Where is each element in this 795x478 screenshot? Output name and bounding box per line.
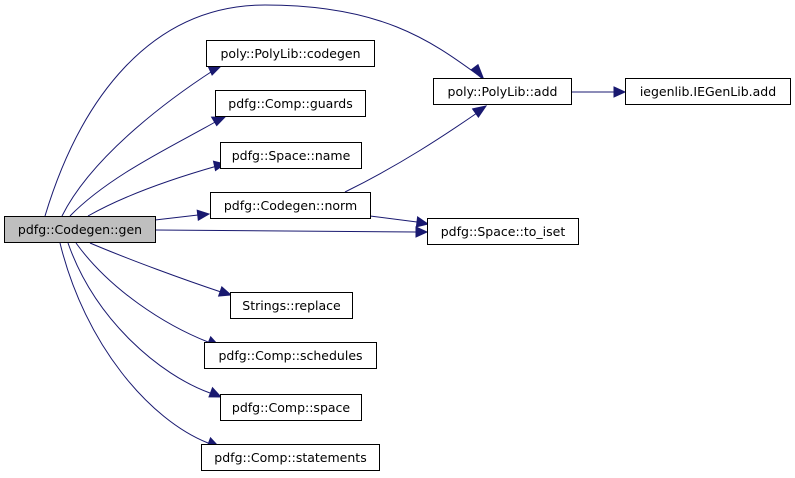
node-space-to-iset-label: pdfg::Space::to_iset [441, 224, 566, 239]
node-comp-statements[interactable]: pdfg::Comp::statements [201, 444, 380, 471]
edge-norm-to-polylib-add [344, 105, 488, 193]
node-comp-schedules-label: pdfg::Comp::schedules [218, 348, 362, 363]
edge-gen-to-space-name [87, 160, 227, 217]
edge-norm-to-space-to-iset [369, 215, 430, 228]
node-space-name[interactable]: pdfg::Space::name [220, 142, 362, 169]
node-comp-statements-label: pdfg::Comp::statements [214, 450, 366, 465]
node-space-to-iset[interactable]: pdfg::Space::to_iset [427, 218, 579, 245]
node-polylib-codegen-label: poly::PolyLib::codegen [220, 46, 360, 61]
edge-gen-to-strings-replace [89, 242, 233, 297]
node-iegenlib-add-label: iegenlib.IEGenLib.add [640, 84, 776, 99]
edge-gen-to-space-to-iset [154, 226, 429, 238]
node-codegen-gen-label: pdfg::Codegen::gen [18, 222, 142, 237]
node-comp-schedules[interactable]: pdfg::Comp::schedules [204, 342, 377, 369]
node-codegen-norm-label: pdfg::Codegen::norm [224, 198, 357, 213]
node-comp-guards[interactable]: pdfg::Comp::guards [215, 90, 366, 117]
edge-gen-to-polylib-add [44, 4, 486, 217]
node-polylib-add[interactable]: poly::PolyLib::add [433, 78, 572, 105]
edge-gen-to-codegen-norm [154, 209, 211, 222]
edge-gen-to-comp-guards [69, 116, 227, 217]
node-polylib-codegen[interactable]: poly::PolyLib::codegen [206, 40, 375, 67]
edge-gen-to-comp-space [67, 242, 223, 398]
node-polylib-add-label: poly::PolyLib::add [448, 84, 558, 99]
edge-gen-to-comp-schedules [75, 242, 221, 347]
node-codegen-gen[interactable]: pdfg::Codegen::gen [4, 216, 156, 243]
node-strings-replace[interactable]: Strings::replace [230, 292, 353, 319]
node-iegenlib-add[interactable]: iegenlib.IEGenLib.add [625, 78, 791, 105]
node-comp-space-label: pdfg::Comp::space [232, 400, 351, 415]
node-strings-replace-label: Strings::replace [242, 298, 341, 313]
node-comp-guards-label: pdfg::Comp::guards [228, 96, 352, 111]
edge-polylib-add-to-iegen-add [571, 86, 627, 98]
node-space-name-label: pdfg::Space::name [232, 148, 351, 163]
edge-gen-to-comp-statements [59, 242, 221, 448]
edge-gen-to-polylib-codegen [61, 64, 224, 217]
node-comp-space[interactable]: pdfg::Comp::space [220, 394, 362, 421]
node-codegen-norm[interactable]: pdfg::Codegen::norm [210, 192, 371, 219]
